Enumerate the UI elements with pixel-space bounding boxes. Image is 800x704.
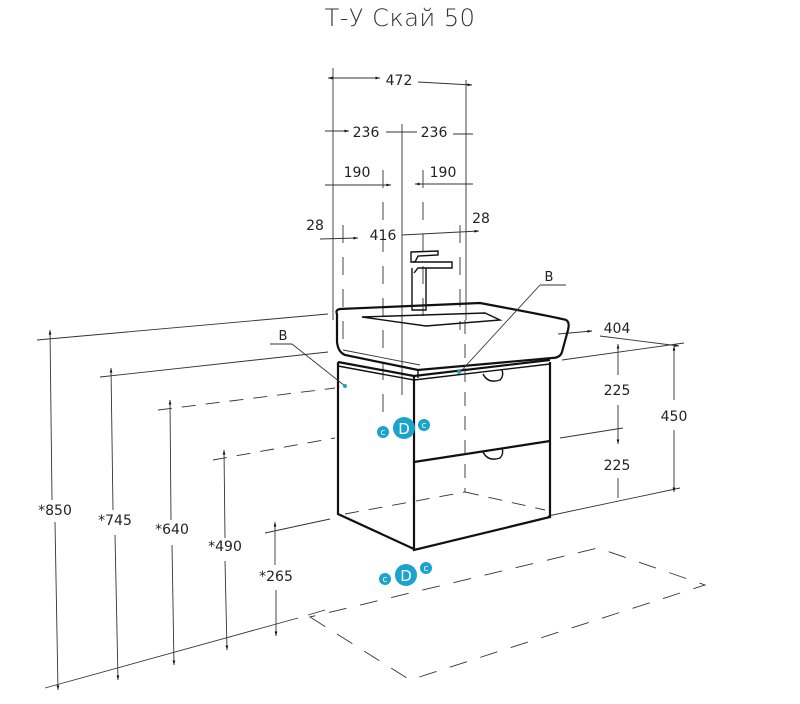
drawing-title: Т-У Скай 50 (324, 4, 476, 32)
height-dimension-arrows (48, 329, 278, 691)
floor-footprint (308, 547, 707, 681)
right-dimension-lines (547, 330, 685, 517)
dim-depth: 404 (604, 321, 631, 337)
dim-edge-left: 28 (306, 218, 324, 234)
marker-c-wall-right-label: c (422, 421, 427, 431)
wall-connection-markers: D c c (377, 417, 430, 439)
dim-top-width: 472 (386, 73, 413, 89)
cabinet (336, 320, 552, 552)
dim-edge-right: 28 (472, 211, 490, 227)
marker-c-floor-right (420, 562, 432, 574)
dim-height-490: *490 (208, 539, 242, 555)
dim-height-745: *745 (98, 513, 132, 529)
dim-drawer-bottom: 225 (604, 458, 631, 474)
dim-inner-width: 416 (370, 228, 397, 244)
dim-height-265: *265 (259, 569, 293, 585)
callout-b-right: B (545, 270, 554, 285)
callout-leaders (270, 284, 566, 388)
dim-half-right: 236 (421, 125, 448, 141)
floor-connection-markers: D c c (379, 562, 432, 586)
faucet (410, 250, 453, 311)
height-reference-lines (36, 313, 336, 689)
marker-d-wall-label: D (398, 420, 410, 438)
callout-b-left: B (279, 329, 288, 344)
sink (335, 301, 570, 378)
marker-c-floor-right-label: c (424, 564, 429, 574)
marker-d-floor-label: D (400, 567, 412, 585)
dim-cabinet-height: 450 (661, 409, 688, 425)
marker-c-wall-left (377, 426, 389, 438)
marker-c-floor-left (379, 573, 391, 585)
marker-c-wall-left-label: c (381, 428, 386, 438)
marker-c-wall-right (418, 419, 430, 431)
top-dimension-lines (319, 68, 480, 420)
marker-c-floor-left-label: c (383, 575, 388, 585)
dim-height-850: *850 (38, 503, 72, 519)
marker-d-wall (393, 417, 415, 439)
dim-height-640: *640 (155, 522, 189, 538)
dim-offset-right: 190 (430, 165, 457, 181)
dim-offset-left: 190 (344, 165, 371, 181)
dim-half-left: 236 (353, 125, 380, 141)
marker-d-floor (395, 564, 417, 586)
dim-drawer-top: 225 (604, 383, 631, 399)
